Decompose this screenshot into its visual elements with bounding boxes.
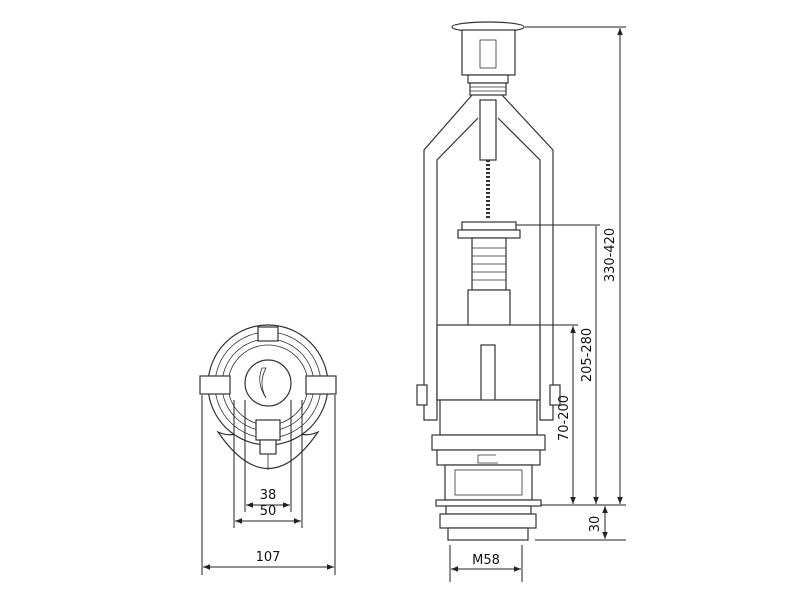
flange bbox=[461, 221, 517, 231]
dim-330-420-label: 330-420 bbox=[603, 228, 618, 282]
dim-205-280-label: 205-280 bbox=[580, 328, 595, 382]
side-tab-left bbox=[199, 375, 231, 395]
dim-38-label: 38 bbox=[260, 488, 277, 503]
dim-m58-label: M58 bbox=[472, 553, 500, 568]
dim-50-label: 50 bbox=[260, 504, 277, 519]
side-tab-right bbox=[305, 375, 337, 395]
dimension-lines bbox=[201, 26, 626, 582]
center-hub bbox=[244, 359, 292, 407]
nut bbox=[439, 513, 537, 529]
dim-30-label: 30 bbox=[588, 516, 603, 533]
dim-70-200-label: 70-200 bbox=[557, 395, 572, 441]
body-band bbox=[431, 434, 546, 451]
side-view bbox=[416, 21, 561, 541]
dimension-labels: 38 50 107 M58 330-420 205-280 70-200 30 bbox=[256, 228, 618, 568]
top-view bbox=[199, 324, 337, 470]
dim-107-label: 107 bbox=[256, 550, 281, 565]
